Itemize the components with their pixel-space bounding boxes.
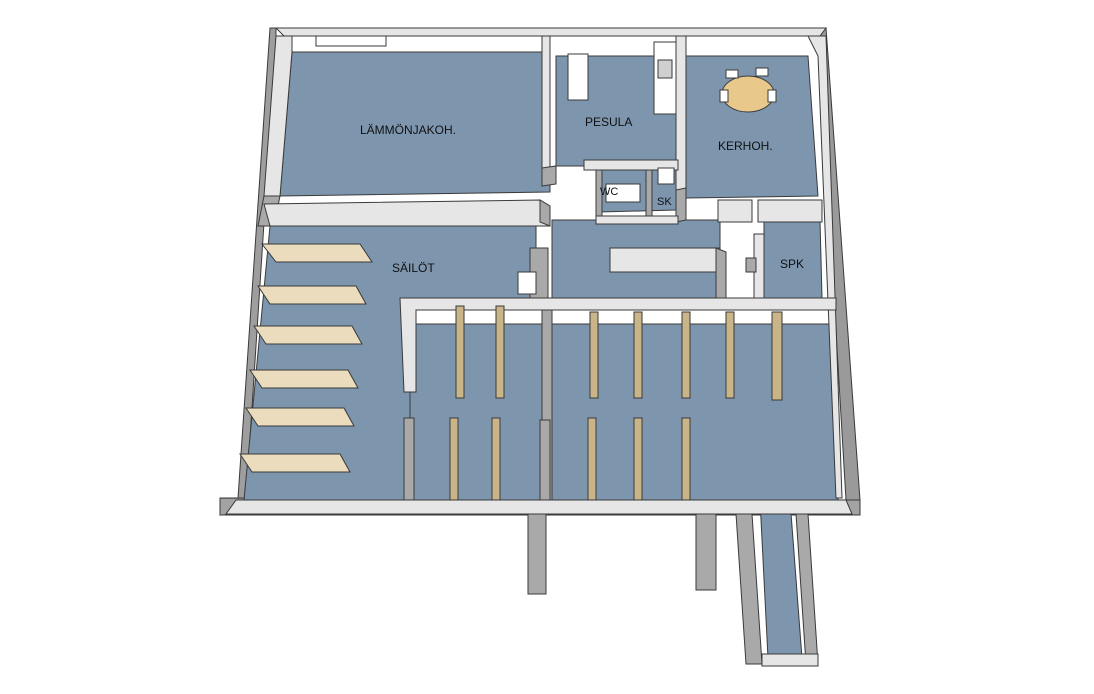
table-icon bbox=[721, 75, 775, 113]
label-lammonjako: LÄMMÖNJAKOH. bbox=[360, 123, 456, 137]
interior-walls bbox=[225, 35, 853, 667]
utility-sink-icon bbox=[517, 271, 537, 295]
fixtures bbox=[517, 41, 777, 295]
label-pesula: PESULA bbox=[585, 115, 632, 129]
storage-partitions bbox=[239, 243, 783, 501]
shelf-6 bbox=[239, 453, 351, 473]
label-sk: SK bbox=[657, 196, 672, 208]
shelf-4 bbox=[249, 369, 359, 389]
label-sailot: SÄILÖT bbox=[392, 261, 435, 275]
shelf-2 bbox=[257, 285, 367, 305]
shelf-1 bbox=[260, 243, 373, 263]
washing-machine-icon bbox=[567, 53, 589, 101]
label-spk: SPK bbox=[780, 257, 804, 271]
shelf-3 bbox=[253, 325, 363, 345]
chair-icon bbox=[755, 67, 769, 77]
room-labels: LÄMMÖNJAKOH. PESULA KERHOH. WC SK SÄILÖT… bbox=[360, 115, 804, 275]
sink-icon bbox=[657, 167, 675, 185]
label-wc: WC bbox=[600, 186, 618, 198]
shelf-5 bbox=[245, 407, 355, 427]
toilet-icon bbox=[605, 183, 641, 203]
label-kerhoh: KERHOH. bbox=[718, 139, 773, 153]
chair-icon bbox=[767, 89, 777, 103]
floor-exit-corridor bbox=[759, 499, 803, 659]
chair-icon bbox=[725, 69, 739, 79]
chair-icon bbox=[719, 89, 729, 103]
